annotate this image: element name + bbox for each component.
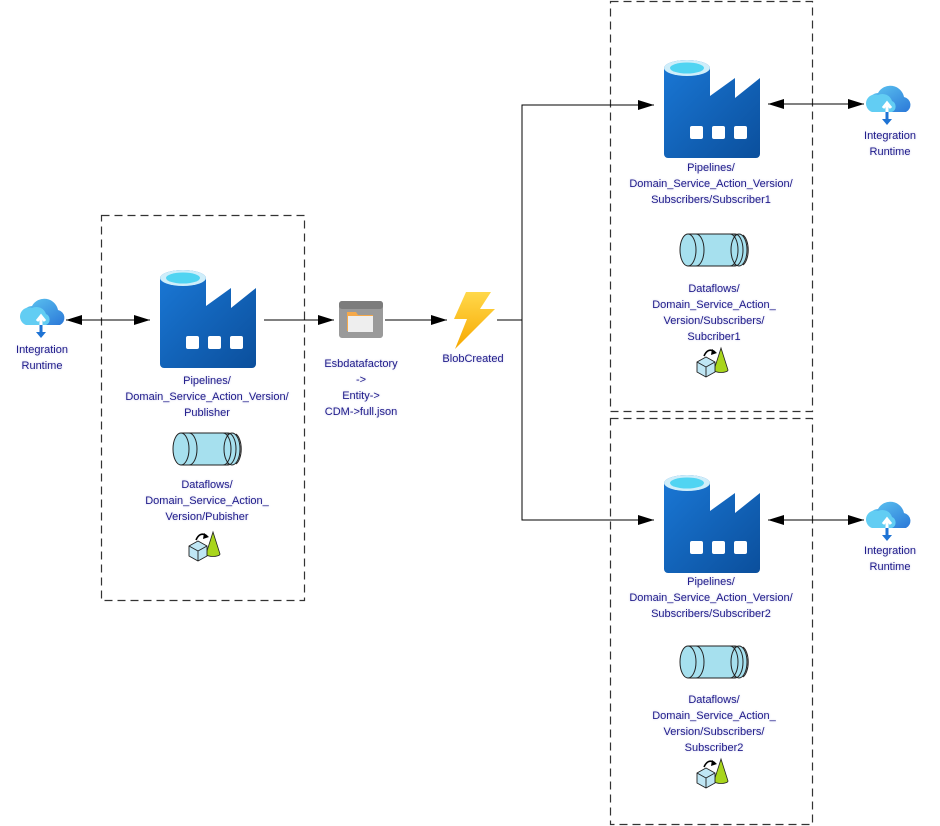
edge-event-to-subscriber2 [521, 320, 654, 525]
integration-runtime-cloud-icon[interactable] [864, 500, 912, 543]
subscriber2-pipeline-label: Pipelines/ Domain_Service_Action_Version… [629, 574, 792, 622]
label-line: Subscriber2 [684, 742, 744, 754]
transform-cube-cone-icon [696, 758, 729, 789]
label-line: Domain_Service_Action_ [652, 299, 776, 311]
event-trigger-lightning-icon[interactable] [454, 292, 495, 349]
label-line: -> [355, 374, 367, 386]
dataflow-pipe-icon[interactable] [679, 233, 749, 267]
label-line: Domain_Service_Action_Version/ [629, 178, 793, 190]
label-line: Integration [864, 545, 916, 557]
subscriber1-dataflow-label: Dataflows/ Domain_Service_Action_ Versio… [652, 281, 776, 345]
label-line: Version/Subscribers/ [663, 315, 765, 327]
label-line: Pipelines/ [183, 375, 231, 387]
label-line: Pipelines/ [687, 576, 735, 588]
ir-publisher-label: Integration Runtime [16, 342, 68, 374]
label-line: Domain_Service_Action_ [652, 710, 776, 722]
integration-runtime-cloud-icon[interactable] [864, 84, 912, 127]
storage-folder-icon[interactable] [339, 301, 383, 338]
ir-subscriber1-label: Integration Runtime [864, 128, 916, 160]
publisher-group [100, 214, 306, 602]
label-line: Subscribers/Subscriber2 [651, 608, 771, 620]
data-factory-icon[interactable] [664, 60, 760, 158]
label-line: Runtime [869, 561, 911, 573]
label-line: Publisher [184, 407, 230, 419]
subscriber2-group [609, 417, 814, 826]
label-line: Domain_Service_Action_ [145, 495, 269, 507]
publisher-pipeline-label: Pipelines/ Domain_Service_Action_Version… [125, 373, 288, 421]
label-line: Version/Subscribers/ [663, 726, 765, 738]
subscriber1-group [609, 0, 814, 413]
integration-runtime-cloud-icon[interactable] [18, 297, 66, 340]
label-line: Domain_Service_Action_Version/ [125, 391, 289, 403]
label-line: Pipelines/ [687, 162, 735, 174]
label-line: Dataflows/ [688, 694, 740, 706]
label-line: Subcriber1 [687, 331, 741, 343]
label-line: Dataflows/ [688, 283, 740, 295]
label-line: CDM->full.json [324, 406, 398, 418]
label-line: Integration [864, 130, 916, 142]
dataflow-pipe-icon[interactable] [679, 645, 749, 679]
transform-cube-cone-icon [188, 531, 221, 562]
label-line: Dataflows/ [181, 479, 233, 491]
label-line: Entity-> [342, 390, 380, 402]
data-factory-icon[interactable] [664, 475, 760, 573]
label-line: BlobCreated [442, 353, 504, 365]
transform-cube-cone-icon [696, 347, 729, 378]
label-line: Runtime [21, 360, 63, 372]
publisher-dataflow-label: Dataflows/ Domain_Service_Action_ Versio… [145, 477, 269, 525]
dataflow-pipe-icon[interactable] [172, 432, 242, 466]
subscriber2-dataflow-label: Dataflows/ Domain_Service_Action_ Versio… [652, 692, 776, 756]
edge-event-to-subscriber1 [497, 100, 654, 321]
label-line: Runtime [869, 146, 911, 158]
event-label: BlobCreated [442, 351, 503, 367]
data-factory-icon[interactable] [160, 270, 256, 368]
subscriber1-pipeline-label: Pipelines/ Domain_Service_Action_Version… [629, 160, 792, 208]
label-line: Esbdatafactory [324, 358, 398, 370]
label-line: Integration [16, 344, 68, 356]
storage-label: Esbdatafactory -> Entity-> CDM->full.jso… [324, 356, 397, 420]
ir-subscriber2-label: Integration Runtime [864, 543, 916, 575]
label-line: Version/Pubisher [165, 511, 249, 523]
label-line: Subscribers/Subscriber1 [651, 194, 771, 206]
label-line: Domain_Service_Action_Version/ [629, 592, 793, 604]
